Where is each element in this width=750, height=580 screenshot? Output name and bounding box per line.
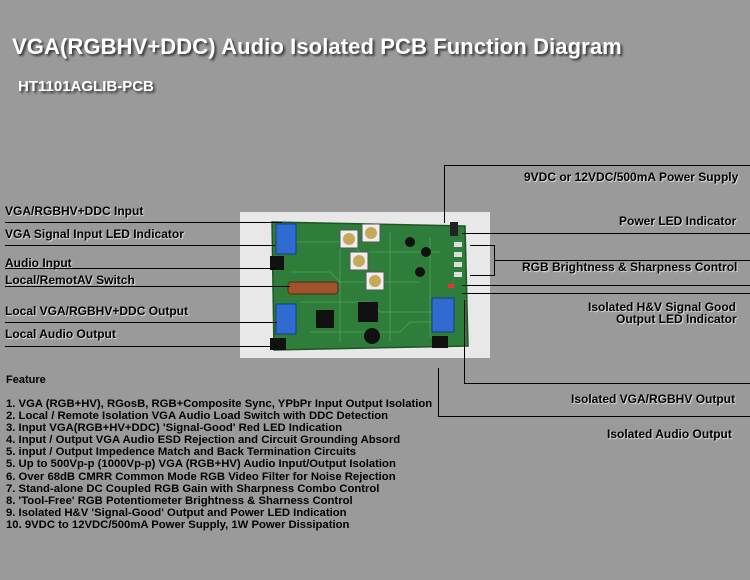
leader-iso-audio-horizontal bbox=[438, 416, 750, 417]
leader-line-vga-input bbox=[5, 222, 282, 223]
leader-line-local-vga-output bbox=[5, 322, 277, 323]
leader-iso-vga-vertical bbox=[464, 300, 465, 383]
leader-power-supply-horizontal bbox=[444, 165, 750, 166]
label-rgb-control: RGB Brightness & Sharpness Control bbox=[522, 260, 738, 274]
label-vga-input: VGA/RGBHV+DDC Input bbox=[5, 204, 144, 218]
leader-line-local-audio-output bbox=[5, 346, 277, 347]
leader-line-hv-led-2 bbox=[462, 293, 750, 294]
leader-line-hv-led-1 bbox=[462, 285, 750, 286]
leader-line-power-led bbox=[462, 233, 750, 234]
label-audio-input: Audio Input bbox=[5, 256, 72, 270]
feature-item: 1. VGA (RGB+HV), RGosB, RGB+Composite Sy… bbox=[6, 398, 433, 410]
label-power-led: Power LED Indicator bbox=[619, 214, 737, 228]
label-local-audio-output: Local Audio Output bbox=[5, 327, 116, 341]
label-power-supply: 9VDC or 12VDC/500mA Power Supply bbox=[524, 170, 739, 184]
feature-item: 5. Up to 500Vp-p (1000Vp-p) VGA (RGB+HV)… bbox=[6, 458, 396, 471]
diagram-title: VGA(RGBHV+DDC) Audio Isolated PCB Functi… bbox=[12, 34, 622, 59]
feature-item: 3. Input VGA(RGB+HV+DDC) 'Signal-Good' R… bbox=[6, 422, 343, 435]
feature-item: 2. Local / Remote Isolation VGA Audio Lo… bbox=[6, 410, 389, 423]
feature-list: 1. VGA (RGB+HV), RGosB, RGB+Composite Sy… bbox=[6, 398, 432, 531]
label-hv-led-line2: Output LED Indicator bbox=[616, 312, 737, 326]
leader-line-vga-led bbox=[5, 245, 275, 246]
feature-heading: Feature bbox=[6, 374, 46, 386]
feature-item: 7. Stand-alone DC Coupled RGB Gain with … bbox=[6, 482, 380, 495]
leader-rgb-bracket-bottom bbox=[470, 275, 495, 276]
leader-rgb-bracket-line bbox=[494, 260, 750, 261]
feature-item: 9. Isolated H&V 'Signal-Good' Output and… bbox=[6, 506, 347, 519]
label-local-vga-output: Local VGA/RGBHV+DDC Output bbox=[5, 304, 189, 318]
pcb-board-image bbox=[270, 221, 469, 351]
leader-rgb-bracket-top bbox=[470, 245, 495, 246]
feature-item: 6. Over 68dB CMRR Common Mode RGB Video … bbox=[6, 470, 396, 483]
label-isolated-vga-output: Isolated VGA/RGBHV Output bbox=[571, 392, 736, 406]
feature-item: 8. 'Tool-Free' RGB Potentiometer Brightn… bbox=[6, 494, 353, 507]
leader-power-supply-vertical bbox=[444, 165, 445, 223]
feature-item: 5. input / Output Impedence Match and Ba… bbox=[6, 446, 357, 459]
label-local-remote-switch: Local/RemotAV Switch bbox=[5, 273, 135, 287]
label-vga-led: VGA Signal Input LED Indicator bbox=[5, 227, 184, 241]
label-hv-led-line1: Isolated H&V Signal Good bbox=[588, 300, 737, 314]
leader-iso-audio-vertical bbox=[438, 368, 439, 416]
diagram-subtitle: HT1101AGLIB-PCB bbox=[18, 78, 154, 95]
feature-item: 4. Input / Output VGA Audio ESD Rejectio… bbox=[6, 434, 401, 447]
leader-iso-vga-horizontal bbox=[464, 383, 750, 384]
label-isolated-audio-output: Isolated Audio Output bbox=[607, 427, 732, 441]
leader-line-local-remote bbox=[5, 286, 290, 287]
feature-item: 10. 9VDC to 12VDC/500mA Power Supply, 1W… bbox=[6, 518, 350, 531]
leader-line-audio-input bbox=[5, 268, 275, 269]
